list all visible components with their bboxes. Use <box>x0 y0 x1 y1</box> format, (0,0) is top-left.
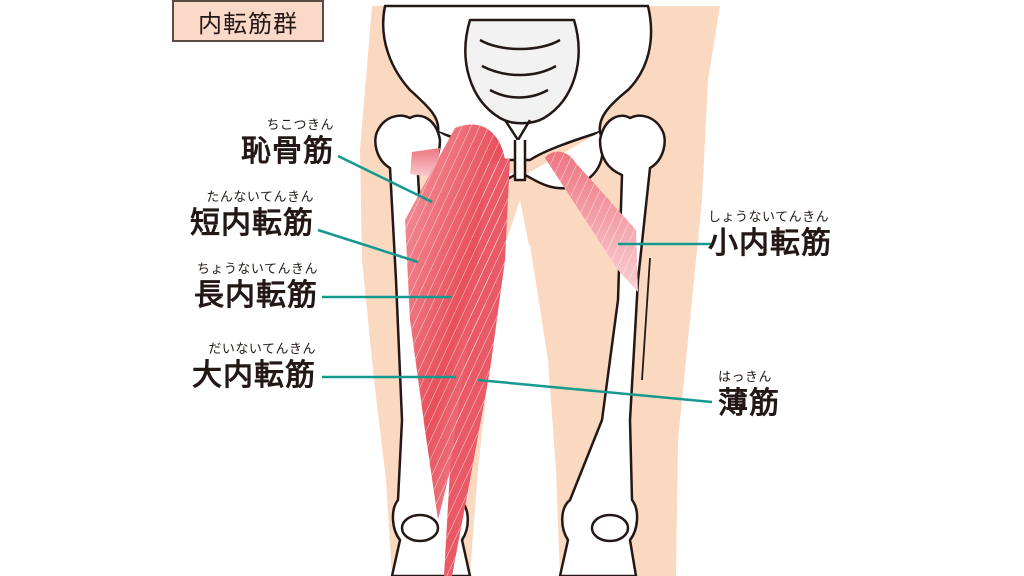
label-gracilis-furigana: はっきん <box>718 370 773 385</box>
adductor-muscles-left <box>405 124 510 576</box>
label-gracilis: はっきん 薄筋 <box>718 370 780 422</box>
label-adductor-magnus-furigana: だいないてんきん <box>208 342 316 357</box>
label-gracilis-name: 薄筋 <box>718 386 780 421</box>
label-adductor-magnus: だいないてんきん 大内転筋 <box>192 342 316 394</box>
label-pectineus: ちこつきん 恥骨筋 <box>241 118 334 170</box>
adductor-muscle-right <box>545 151 638 292</box>
label-adductor-magnus-name: 大内転筋 <box>192 358 316 393</box>
diagram-title: 内転筋群 <box>172 0 324 42</box>
right-femur <box>558 114 666 576</box>
label-adductor-longus: ちょうないてんきん 長内転筋 <box>194 262 318 314</box>
label-adductor-longus-furigana: ちょうないてんきん <box>196 262 318 277</box>
label-adductor-minimus: しょうないてんきん 小内転筋 <box>708 210 832 262</box>
label-pectineus-furigana: ちこつきん <box>266 118 334 133</box>
label-pectineus-name: 恥骨筋 <box>241 134 334 169</box>
label-adductor-brevis: たんないてんきん 短内転筋 <box>190 190 314 242</box>
pelvis <box>381 4 653 190</box>
leader-lines <box>317 154 713 404</box>
label-adductor-brevis-name: 短内転筋 <box>190 206 314 241</box>
label-adductor-longus-name: 長内転筋 <box>194 278 318 313</box>
label-adductor-brevis-furigana: たんないてんきん <box>206 190 314 205</box>
label-adductor-minimus-name: 小内転筋 <box>708 226 832 261</box>
label-adductor-minimus-furigana: しょうないてんきん <box>708 210 830 225</box>
